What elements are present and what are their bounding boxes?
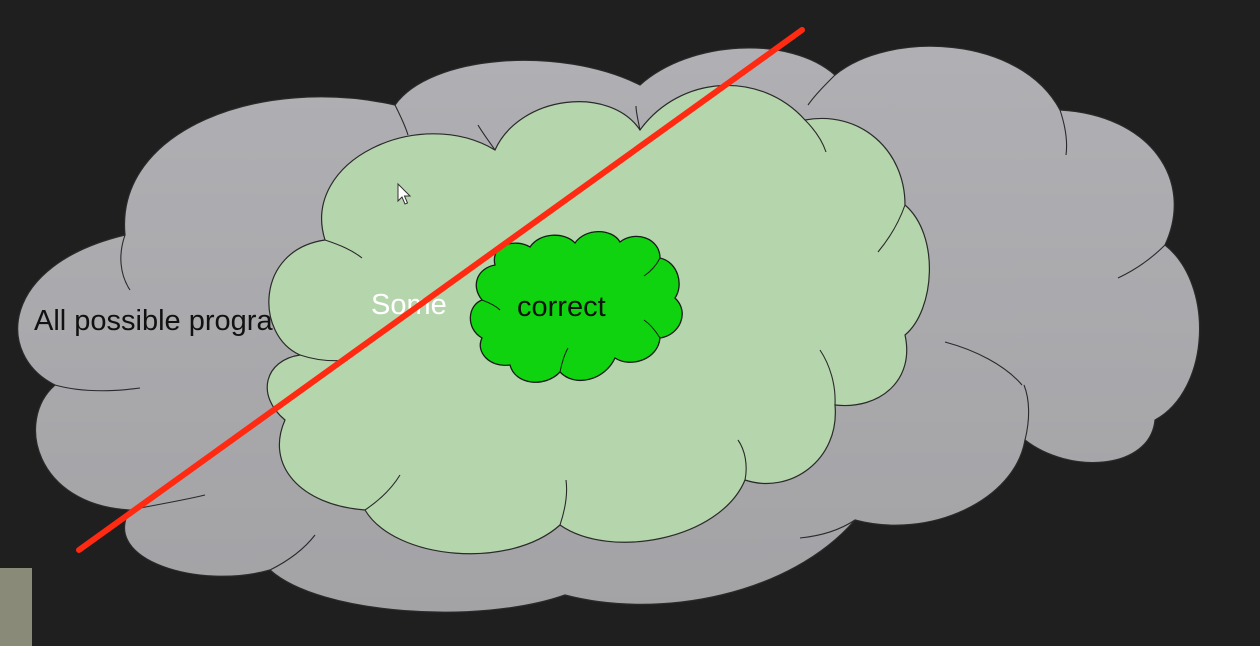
outer-cloud-fold — [799, 519, 856, 539]
outer-cloud-fold — [1023, 384, 1030, 441]
middle-cloud-fold — [737, 439, 747, 481]
middle-cloud-fold — [324, 239, 363, 259]
inner-cloud-label: correct — [517, 291, 606, 323]
middle-cloud-fold — [635, 105, 641, 131]
middle-cloud-fold — [559, 479, 568, 526]
middle-cloud-fold — [477, 124, 496, 151]
middle-cloud-fold — [819, 349, 836, 406]
outer-cloud-fold — [120, 234, 131, 291]
corner-thumbnail — [0, 568, 32, 646]
middle-cloud-fold — [877, 204, 906, 253]
red-divider-line — [76, 27, 805, 553]
outer-cloud-fold — [54, 384, 141, 392]
outer-cloud-fold — [807, 74, 836, 106]
middle-cloud-fold — [364, 474, 401, 511]
inner-cloud-fold — [559, 347, 569, 373]
outer-cloud-fold — [269, 534, 316, 571]
outer-cloud-fold — [944, 341, 1023, 386]
outer-cloud-fold — [394, 104, 409, 136]
outer-cloud-label: All possible programs — [34, 305, 311, 337]
outer-cloud-fold — [1059, 109, 1068, 156]
inner-cloud-fold — [481, 299, 501, 311]
inner-cloud-fold — [643, 257, 661, 277]
middle-cloud-fold — [804, 119, 827, 153]
inner-cloud: correct — [469, 230, 683, 383]
inner-cloud-fold — [643, 319, 661, 339]
mouse-pointer-icon — [397, 182, 412, 205]
outer-cloud-fold — [1117, 244, 1166, 279]
